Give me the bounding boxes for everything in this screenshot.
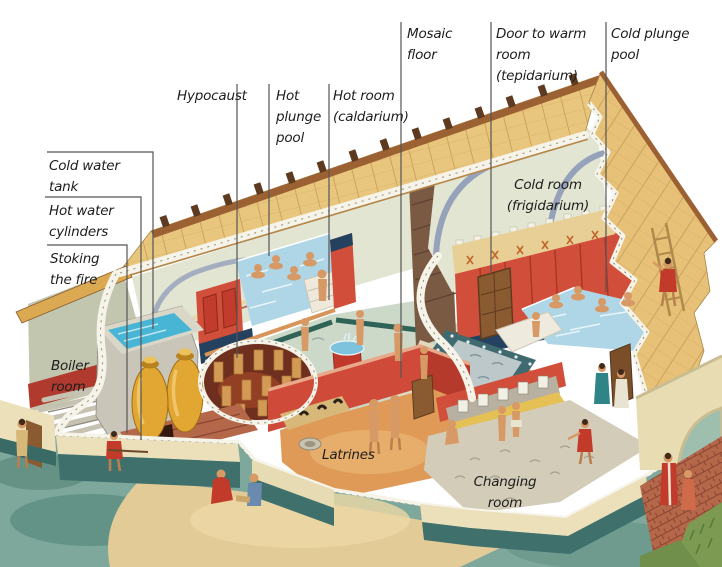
label-cold-room: Cold room (frigidarium) [506,177,590,214]
label-door-to-warm-room: Door to warm room (tepidarium) [496,26,587,84]
label-cold-water-tank: Cold water tank [49,158,120,195]
outer-ground [0,354,722,567]
figures-seated-pair [211,469,262,506]
label-hot-room: Hot room (caldarium) [333,88,409,125]
roof-rafters [159,73,579,228]
label-boiler-room: Boiler room [51,358,89,395]
grass-tuft [640,540,700,567]
figure-white-dress [614,369,629,408]
figure-outside-left [16,418,29,469]
label-latrines: Latrines [322,447,375,463]
figure-pointing-man [567,419,593,465]
figure-ladder-man [652,257,677,307]
courtyard-wall [635,354,722,472]
label-hot-water-cylinders: Hot water cylinders [49,203,114,240]
figures-latrines [368,395,402,455]
figures-walking-pair [660,452,696,510]
brick-path [640,436,722,567]
changing-room [424,362,650,514]
label-cold-plunge-pool: Cold plunge pool [611,26,690,63]
bathers-cold-pool [532,286,635,337]
label-stoking-the-fire: Stoking the fire [50,251,100,288]
label-hot-plunge-pool: Hot plunge pool [276,88,322,146]
tepidarium-door [477,267,514,340]
figure-teal-dress [594,363,610,404]
figures-changing-room [445,402,522,445]
label-changing-room: Changing room [473,474,537,511]
bathers-hot-pool [251,252,327,301]
label-hypocaust: Hypocaust [177,88,247,104]
label-mosaic-floor: Mosaic floor [407,26,453,63]
